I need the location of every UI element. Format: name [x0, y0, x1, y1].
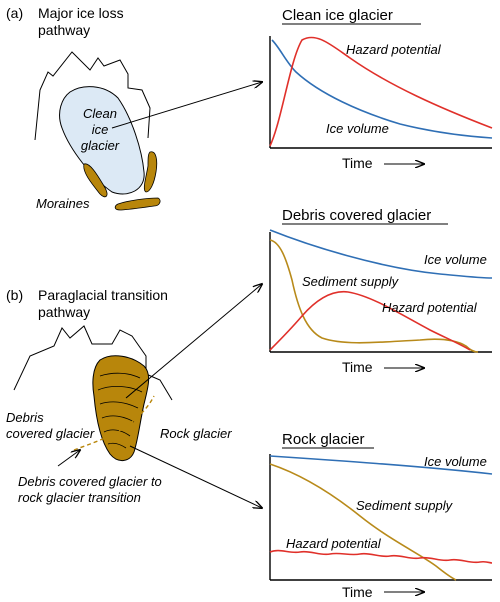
moraines-label: Moraines [36, 196, 90, 211]
chart-debris-xlabel: Time [342, 359, 373, 375]
transition-label-line2: rock glacier transition [18, 490, 141, 505]
chart-debris-sediment-label: Sediment supply [302, 274, 400, 289]
chart-debris-ice-volume-line [269, 229, 493, 279]
valley-outline-a [34, 51, 151, 141]
transition-label-line1: Debris covered glacier to [18, 474, 162, 489]
chart-rock-sediment-label: Sediment supply [356, 498, 454, 513]
arrow-to-debris-chart [125, 284, 262, 399]
chart-debris-hazard-line [269, 291, 471, 351]
chart-clean-hazard-line [269, 36, 493, 147]
panel-a-title-line2: pathway [38, 22, 90, 38]
chart-clean-xlabel: Time [342, 155, 373, 171]
chart-rock-hazard-label: Hazard potential [286, 536, 382, 551]
chart-debris-hazard-label: Hazard potential [382, 300, 478, 315]
chart-debris-sediment-line [269, 239, 479, 353]
chart-debris-ice-label: Ice volume [424, 252, 487, 267]
glacier-label-line2: ice [92, 122, 109, 137]
chart-clean-title: Clean ice glacier [282, 7, 393, 24]
arrow-to-clean-chart [111, 82, 262, 129]
clean-ice-glacier-shape [59, 86, 145, 195]
panel-b-title-line2: pathway [38, 304, 90, 320]
chart-rock-xlabel: Time [342, 584, 373, 600]
glacier-label-line1: Clean [83, 106, 117, 121]
panel-b-header: (b) Paraglacial transition pathway [6, 287, 168, 320]
chart-clean-ice-volume-line [271, 39, 493, 139]
chart-clean-hazard-label: Hazard potential [346, 42, 442, 57]
chart-rock-sediment-line [269, 463, 457, 581]
chart-rock-ice-volume-line [269, 455, 493, 475]
chart-rock-glacier: Rock glacier Ice volume Sediment supply … [269, 431, 493, 600]
panel-a-header: (a) Major ice loss pathway [6, 5, 124, 38]
panel-a-letter: (a) [6, 5, 23, 21]
moraines [83, 151, 161, 211]
chart-rock-hazard-line [269, 549, 493, 564]
chart-debris-covered: Debris covered glacier Ice volume Sedime… [269, 207, 493, 375]
panel-a-title-line1: Major ice loss [38, 5, 124, 21]
panel-b-letter: (b) [6, 287, 23, 303]
chart-rock-ice-label: Ice volume [424, 454, 487, 469]
chart-debris-title: Debris covered glacier [282, 207, 431, 224]
chart-clean-ice-label: Ice volume [326, 121, 389, 136]
debris-glacier-shape [92, 355, 150, 461]
arrow-to-transition [57, 450, 80, 467]
rock-glacier-label: Rock glacier [160, 426, 232, 441]
arrow-to-rock-chart [129, 445, 262, 508]
chart-clean-ice: Clean ice glacier Hazard potential Ice v… [269, 7, 493, 171]
debris-label-line1: Debris [6, 410, 44, 425]
transition-boundary [73, 395, 155, 451]
debris-surface-ridges [97, 372, 143, 449]
debris-label-line2: covered glacier [6, 426, 95, 441]
chart-rock-title: Rock glacier [282, 431, 365, 448]
glacier-label-line3: glacier [81, 138, 120, 153]
panel-b-title-line1: Paraglacial transition [38, 287, 168, 303]
